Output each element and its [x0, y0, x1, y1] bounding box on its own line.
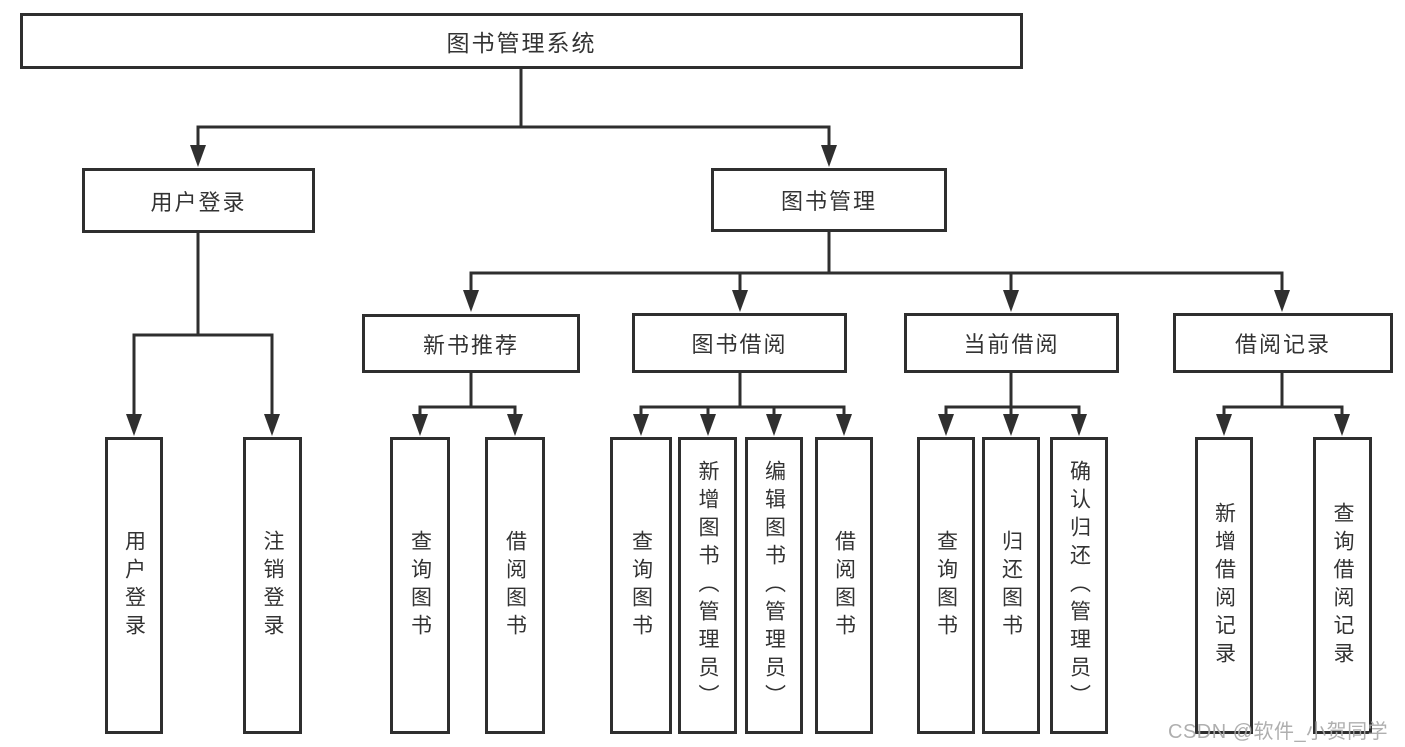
leaf-bookborrow-query: 查询图书 [610, 437, 672, 734]
leaf-records-query: 查询借阅记录 [1313, 437, 1372, 734]
arrow-head [1003, 290, 1019, 312]
leaf-bookborrow-borrow: 借阅图书 [815, 437, 873, 734]
arrow-head [732, 290, 748, 312]
node-book-management: 图书管理 [711, 168, 947, 232]
leaf-current-confirm-admin-label: 确认归还（管理员） [1067, 459, 1091, 712]
arrow-head [1334, 414, 1350, 436]
leaf-bookborrow-edit-admin-label: 编辑图书（管理员） [762, 459, 786, 712]
arrow-head [463, 290, 479, 312]
node-current-borrow: 当前借阅 [904, 313, 1119, 373]
arrow-head [766, 414, 782, 436]
arrow-head [264, 414, 280, 436]
leaf-records-add: 新增借阅记录 [1195, 437, 1253, 734]
leaf-user-login: 用户登录 [105, 437, 163, 734]
leaf-current-return: 归还图书 [982, 437, 1040, 734]
leaf-newbook-query: 查询图书 [390, 437, 450, 734]
leaf-current-return-label: 归还图书 [999, 529, 1023, 642]
arrow-head [821, 145, 837, 167]
node-book-management-label: 图书管理 [780, 189, 877, 214]
leaf-user-login-label: 用户登录 [122, 529, 146, 642]
arrow-head [1071, 414, 1087, 436]
leaf-current-query: 查询图书 [917, 437, 975, 734]
node-user-login: 用户登录 [82, 168, 315, 233]
leaf-newbook-query-label: 查询图书 [408, 529, 432, 642]
arrow-head [938, 414, 954, 436]
arrow-head [412, 414, 428, 436]
leaf-newbook-borrow-label: 借阅图书 [503, 529, 527, 642]
leaf-logout-label: 注销登录 [261, 529, 284, 642]
leaf-bookborrow-add-admin-label: 新增图书（管理员） [696, 459, 719, 712]
leaf-bookborrow-edit-admin: 编辑图书（管理员） [745, 437, 803, 734]
node-root-label: 图书管理系统 [446, 30, 597, 56]
node-book-borrow: 图书借阅 [632, 313, 847, 373]
leaf-bookborrow-borrow-label: 借阅图书 [832, 529, 856, 642]
leaf-records-query-label: 查询借阅记录 [1331, 501, 1354, 670]
node-borrow-records-label: 借阅记录 [1234, 332, 1331, 357]
node-borrow-records: 借阅记录 [1173, 313, 1393, 373]
arrow-head [836, 414, 852, 436]
leaf-logout: 注销登录 [243, 437, 302, 734]
leaf-newbook-borrow: 借阅图书 [485, 437, 545, 734]
leaf-records-add-label: 新增借阅记录 [1212, 501, 1236, 670]
node-root: 图书管理系统 [20, 13, 1023, 69]
node-book-borrow-label: 图书借阅 [691, 332, 788, 357]
node-user-login-label: 用户登录 [150, 189, 247, 215]
leaf-bookborrow-add-admin: 新增图书（管理员） [678, 437, 737, 734]
arrow-head [700, 414, 716, 436]
csdn-watermark: CSDN @软件_小贺同学 [1168, 721, 1389, 743]
leaf-bookborrow-query-label: 查询图书 [629, 529, 653, 642]
node-new-book-recommend: 新书推荐 [362, 314, 580, 373]
arrow-head [126, 414, 142, 436]
arrow-head [190, 145, 206, 167]
node-new-book-recommend-label: 新书推荐 [422, 332, 519, 358]
leaf-current-query-label: 查询图书 [934, 529, 958, 642]
arrow-head [1216, 414, 1232, 436]
node-current-borrow-label: 当前借阅 [963, 332, 1060, 357]
arrow-head [1003, 414, 1019, 436]
arrow-head [507, 414, 523, 436]
leaf-current-confirm-admin: 确认归还（管理员） [1050, 437, 1108, 734]
arrow-head [1274, 290, 1290, 312]
arrow-head [633, 414, 649, 436]
